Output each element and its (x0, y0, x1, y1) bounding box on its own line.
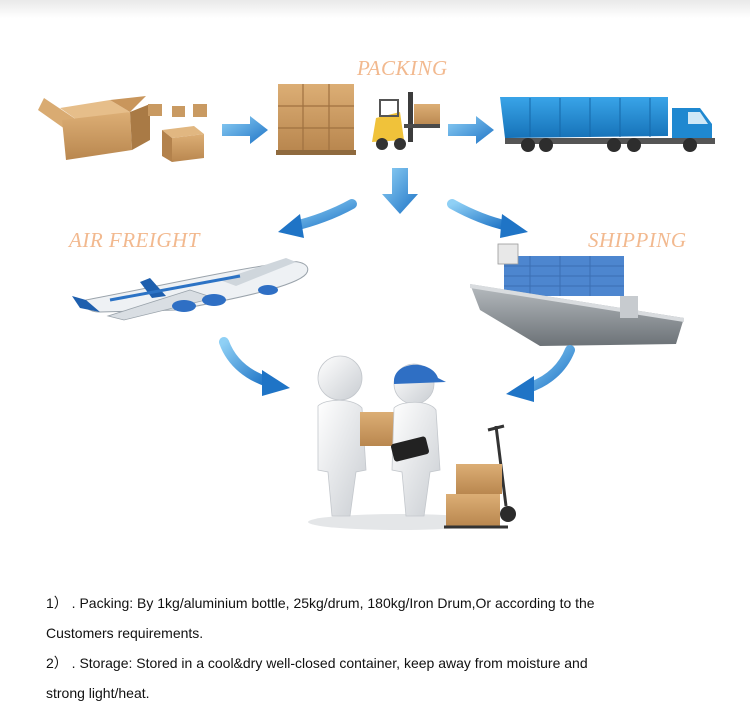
packing-notes: 1） . Packing: By 1kg/aluminium bottle, 2… (46, 588, 706, 708)
air-freight-label: AIR FREIGHT (69, 228, 200, 252)
shipping-label: SHIPPING (588, 228, 687, 252)
note-packing-line-1: 1） . Packing: By 1kg/aluminium bottle, 2… (46, 595, 595, 611)
container-truck-icon (500, 97, 715, 152)
airplane-icon (72, 258, 309, 321)
arrow-forklift-to-truck-icon (448, 116, 494, 144)
arrow-to-shipping-icon (447, 199, 528, 238)
hand-trolley-icon (444, 424, 516, 529)
container-ship-icon (470, 243, 684, 346)
arrow-boxes-to-pallet-icon (222, 116, 268, 144)
note-storage-line-1: 2） . Storage: Stored in a cool&dry well-… (46, 655, 588, 671)
arrow-down-center-icon (382, 168, 418, 214)
arrow-ship-to-delivery-icon (506, 345, 575, 402)
logistics-diagram (38, 84, 715, 530)
note-storage-line-2: strong light/heat. (46, 685, 150, 701)
arrow-to-air-freight-icon (278, 199, 357, 238)
open-boxes-icon (38, 96, 207, 162)
arrow-air-to-delivery-icon (219, 337, 290, 396)
note-packing-line-2: Customers requirements. (46, 625, 204, 641)
packing-label: PACKING (357, 56, 448, 80)
forklift-icon (372, 92, 440, 150)
top-fade-band (0, 0, 750, 18)
pallet-boxes-icon (276, 84, 356, 155)
